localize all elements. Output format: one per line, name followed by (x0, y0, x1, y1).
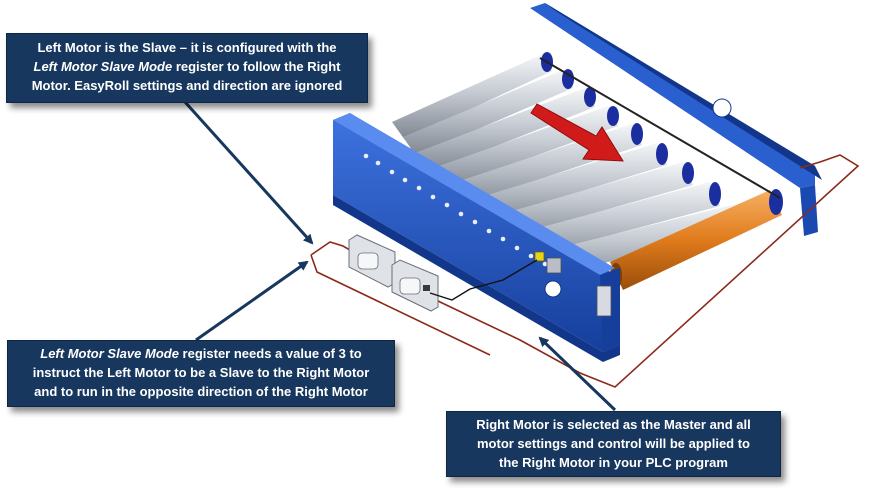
callout-line: Left Motor Slave Mode register needs a v… (14, 344, 388, 363)
callout-text: register needs a value of 3 to (178, 346, 362, 361)
roller (455, 143, 668, 226)
callout-line: instruct the Left Motor to be a Slave to… (32, 365, 370, 380)
navy-arrow (538, 336, 617, 412)
cable-loop (310, 154, 860, 388)
slave-mode-value-callout: Left Motor Slave Mode register needs a v… (7, 340, 395, 407)
motor-controller-cards (348, 234, 439, 312)
callout-line: motor settings and control will be appli… (476, 436, 750, 451)
callout-line: Motor. EasyRoll settings and direction a… (31, 78, 343, 93)
register-name: Left Motor Slave Mode (33, 59, 173, 74)
navy-arrow (183, 100, 314, 245)
motor-cable (429, 259, 538, 301)
end-plate (596, 285, 612, 317)
right-motor-master-callout: Right Motor is selected as the Master an… (446, 411, 781, 477)
callout-line: Left Motor is the Slave – it is configur… (37, 40, 337, 55)
callout-line: the Right Motor in your PLC program (499, 455, 728, 470)
callout-line: Right Motor is selected as the Master an… (476, 417, 751, 432)
roller (415, 87, 596, 173)
frame-holes (363, 153, 548, 267)
navy-arrow (195, 260, 309, 342)
left-motor-slave-callout: Left Motor is the Slave – it is configur… (6, 33, 368, 103)
front-side-frame (333, 113, 620, 362)
callout-text: register to follow the Right (172, 59, 341, 74)
leader-arrows (183, 100, 617, 412)
motor-connector (534, 251, 545, 262)
red-direction-arrow (530, 103, 624, 162)
callout-line: and to run in the opposite direction of … (34, 384, 368, 399)
roller (403, 69, 574, 156)
register-name: Left Motor Slave Mode (40, 346, 179, 361)
callout-line: Left Motor Slave Mode register to follow… (15, 57, 359, 76)
drive-chain (539, 57, 781, 199)
